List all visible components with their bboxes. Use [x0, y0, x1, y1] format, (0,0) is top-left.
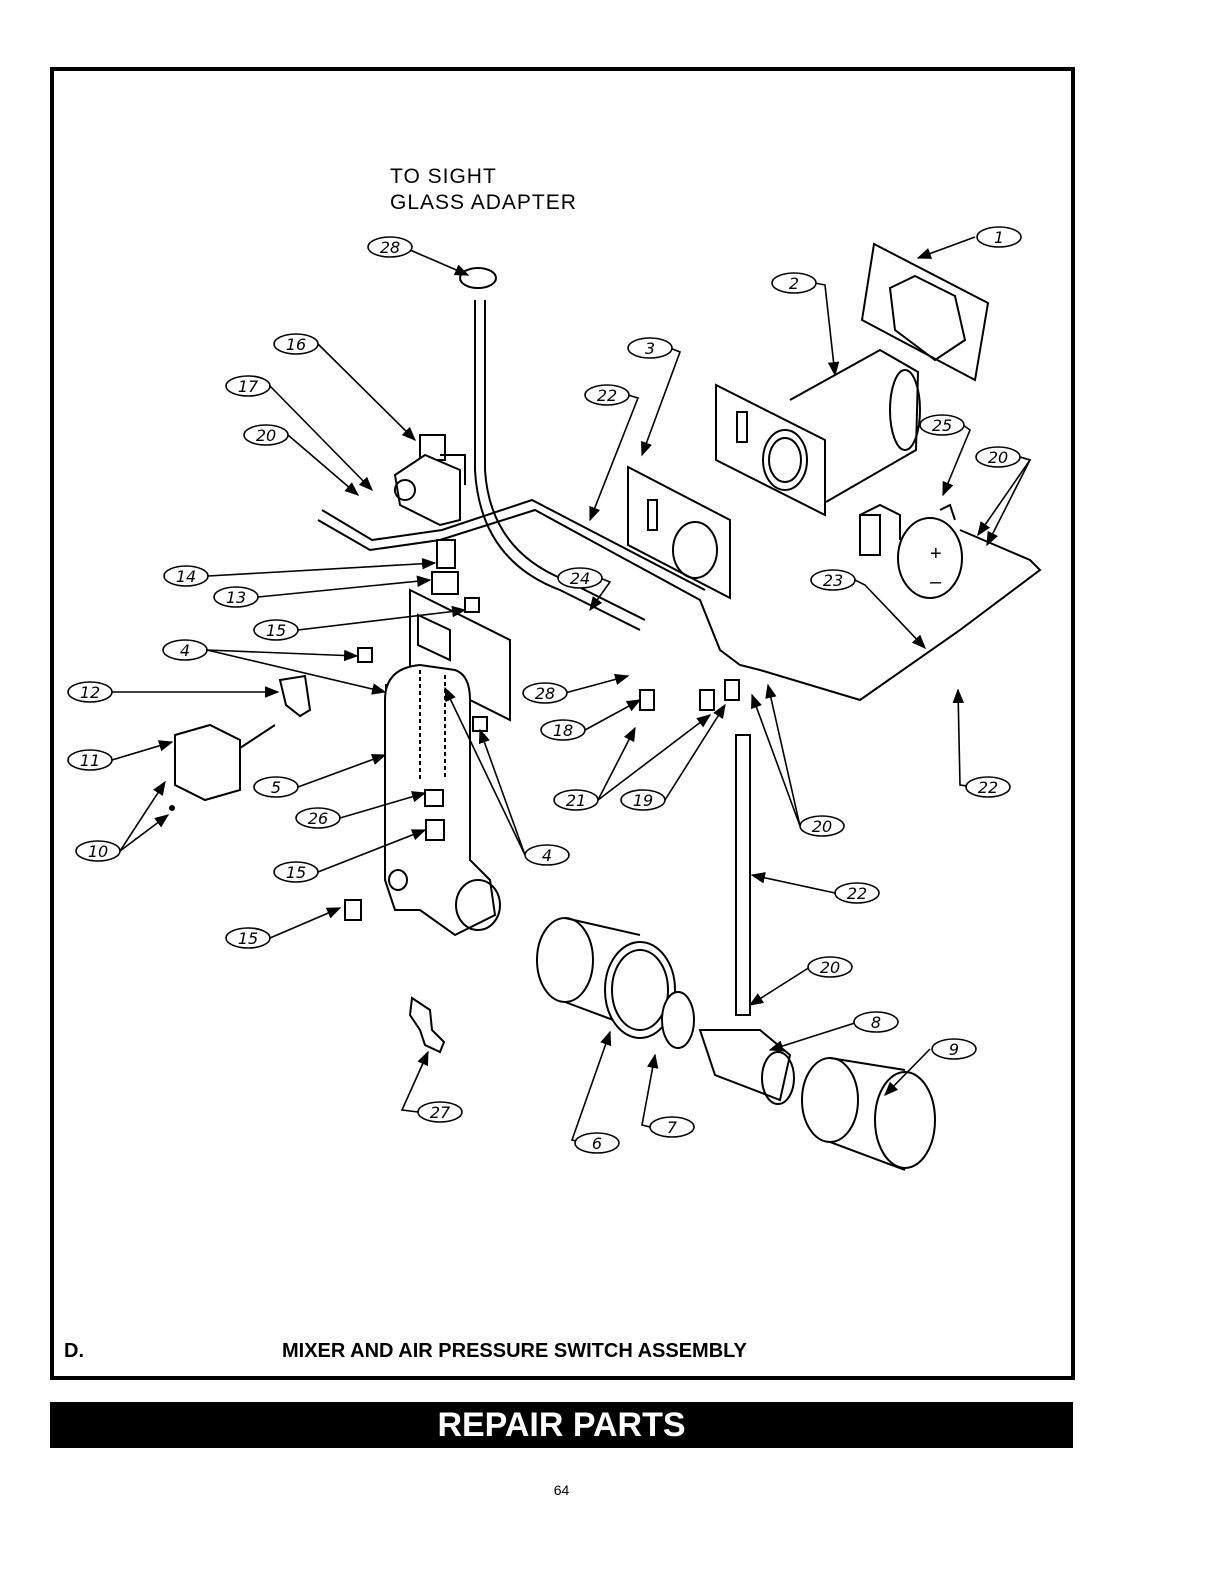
svg-text:20: 20: [812, 817, 832, 836]
svg-text:+: +: [930, 543, 942, 565]
callout-28b: 28: [522, 682, 568, 704]
section-title: MIXER AND AIR PRESSURE SWITCH ASSEMBLY: [282, 1340, 747, 1362]
svg-text:15: 15: [286, 863, 306, 882]
callout-13: 13: [213, 586, 259, 608]
svg-text:6: 6: [592, 1134, 602, 1153]
callout-21: 21: [553, 789, 599, 811]
callout-6: 6: [574, 1132, 620, 1154]
leader-lines: [111, 236, 1032, 1144]
part-drawings: + –: [169, 242, 1042, 1171]
svg-text:23: 23: [823, 571, 843, 590]
diagram-frame: [50, 67, 1075, 1380]
callout-19: 19: [620, 789, 666, 811]
callout-22b: 22: [965, 776, 1011, 798]
part-9-filter: [801, 1057, 936, 1171]
note-line-2: GLASS ADAPTER: [390, 191, 577, 214]
part-25-pressure-switch: + –: [859, 503, 963, 599]
callout-14: 14: [163, 565, 209, 587]
callout-12: 12: [67, 681, 113, 703]
callout-3: 3: [627, 337, 673, 359]
callout-2: 2: [771, 272, 817, 294]
svg-text:16: 16: [286, 335, 306, 354]
svg-text:4: 4: [542, 846, 552, 865]
svg-text:8: 8: [871, 1013, 881, 1032]
svg-text:27: 27: [430, 1103, 451, 1122]
callout-10: 10: [75, 840, 121, 862]
svg-text:20: 20: [256, 426, 276, 445]
svg-text:22: 22: [847, 884, 867, 903]
svg-text:18: 18: [553, 721, 573, 740]
svg-text:28: 28: [535, 684, 555, 703]
svg-text:1: 1: [994, 228, 1004, 247]
svg-text:21: 21: [566, 791, 586, 810]
svg-text:24: 24: [570, 569, 590, 588]
note-line-1: TO SIGHT: [390, 165, 497, 188]
callout-22a: 22: [584, 384, 630, 406]
svg-text:5: 5: [271, 778, 281, 797]
svg-text:22: 22: [597, 386, 617, 405]
callout-15b: 15: [273, 861, 319, 883]
part-2-burner-tube: [715, 348, 921, 517]
callout-7: 7: [649, 1116, 695, 1138]
callout-1: 1: [976, 226, 1022, 248]
svg-text:13: 13: [226, 588, 246, 607]
svg-text:3: 3: [645, 339, 655, 358]
callouts: 1 2 3 4 4 5 6 7 8 9 10 11 12 13 14 15 15…: [67, 226, 1022, 1154]
callout-15d: 26: [295, 807, 341, 829]
svg-text:7: 7: [667, 1118, 678, 1137]
svg-text:17: 17: [238, 377, 259, 396]
section-letter: D.: [64, 1340, 84, 1362]
callout-25: 25: [919, 414, 965, 436]
callout-15a: 15: [253, 619, 299, 641]
svg-text:22: 22: [978, 778, 998, 797]
svg-text:15: 15: [238, 929, 258, 948]
callout-9: 9: [931, 1038, 977, 1060]
callout-22c: 22: [834, 882, 880, 904]
callout-26: 27: [417, 1101, 463, 1123]
page-number: 64: [553, 1482, 570, 1498]
callout-28a: 28: [367, 236, 413, 258]
callout-23: 23: [810, 569, 856, 591]
svg-text:20: 20: [988, 448, 1008, 467]
svg-text:20: 20: [820, 958, 840, 977]
repair-parts-banner: REPAIR PARTS: [50, 1402, 1073, 1448]
callout-11: 11: [67, 749, 113, 771]
callout-20a: 20: [243, 424, 289, 446]
svg-text:12: 12: [80, 683, 100, 702]
callout-15c: 15: [225, 927, 271, 949]
callout-20d: 20: [807, 956, 853, 978]
callout-16: 16: [273, 333, 319, 355]
part-3-plate: [627, 465, 731, 600]
callout-20c: 20: [799, 815, 845, 837]
part-1-gasket-plate: [860, 242, 990, 382]
callout-8: 8: [853, 1011, 899, 1033]
svg-text:11: 11: [80, 751, 100, 770]
callout-4b: 4: [524, 844, 570, 866]
svg-text:4: 4: [180, 641, 190, 660]
callout-4a: 4: [162, 639, 208, 661]
svg-text:26: 26: [308, 809, 328, 828]
svg-text:10: 10: [88, 842, 108, 861]
svg-text:–: –: [930, 571, 942, 593]
part-16-valve: [393, 434, 466, 527]
svg-text:28: 28: [380, 238, 400, 257]
svg-text:15: 15: [266, 621, 286, 640]
part-6-filter: [536, 917, 676, 1039]
callout-5: 5: [253, 776, 299, 798]
svg-text:14: 14: [176, 567, 196, 586]
callout-20b: 20: [975, 446, 1021, 468]
callout-17: 17: [225, 375, 271, 397]
callout-24: 24: [557, 567, 603, 589]
svg-text:9: 9: [949, 1040, 959, 1059]
callout-18: 18: [540, 719, 586, 741]
svg-text:25: 25: [932, 416, 952, 435]
svg-text:2: 2: [789, 274, 799, 293]
svg-text:19: 19: [633, 791, 653, 810]
